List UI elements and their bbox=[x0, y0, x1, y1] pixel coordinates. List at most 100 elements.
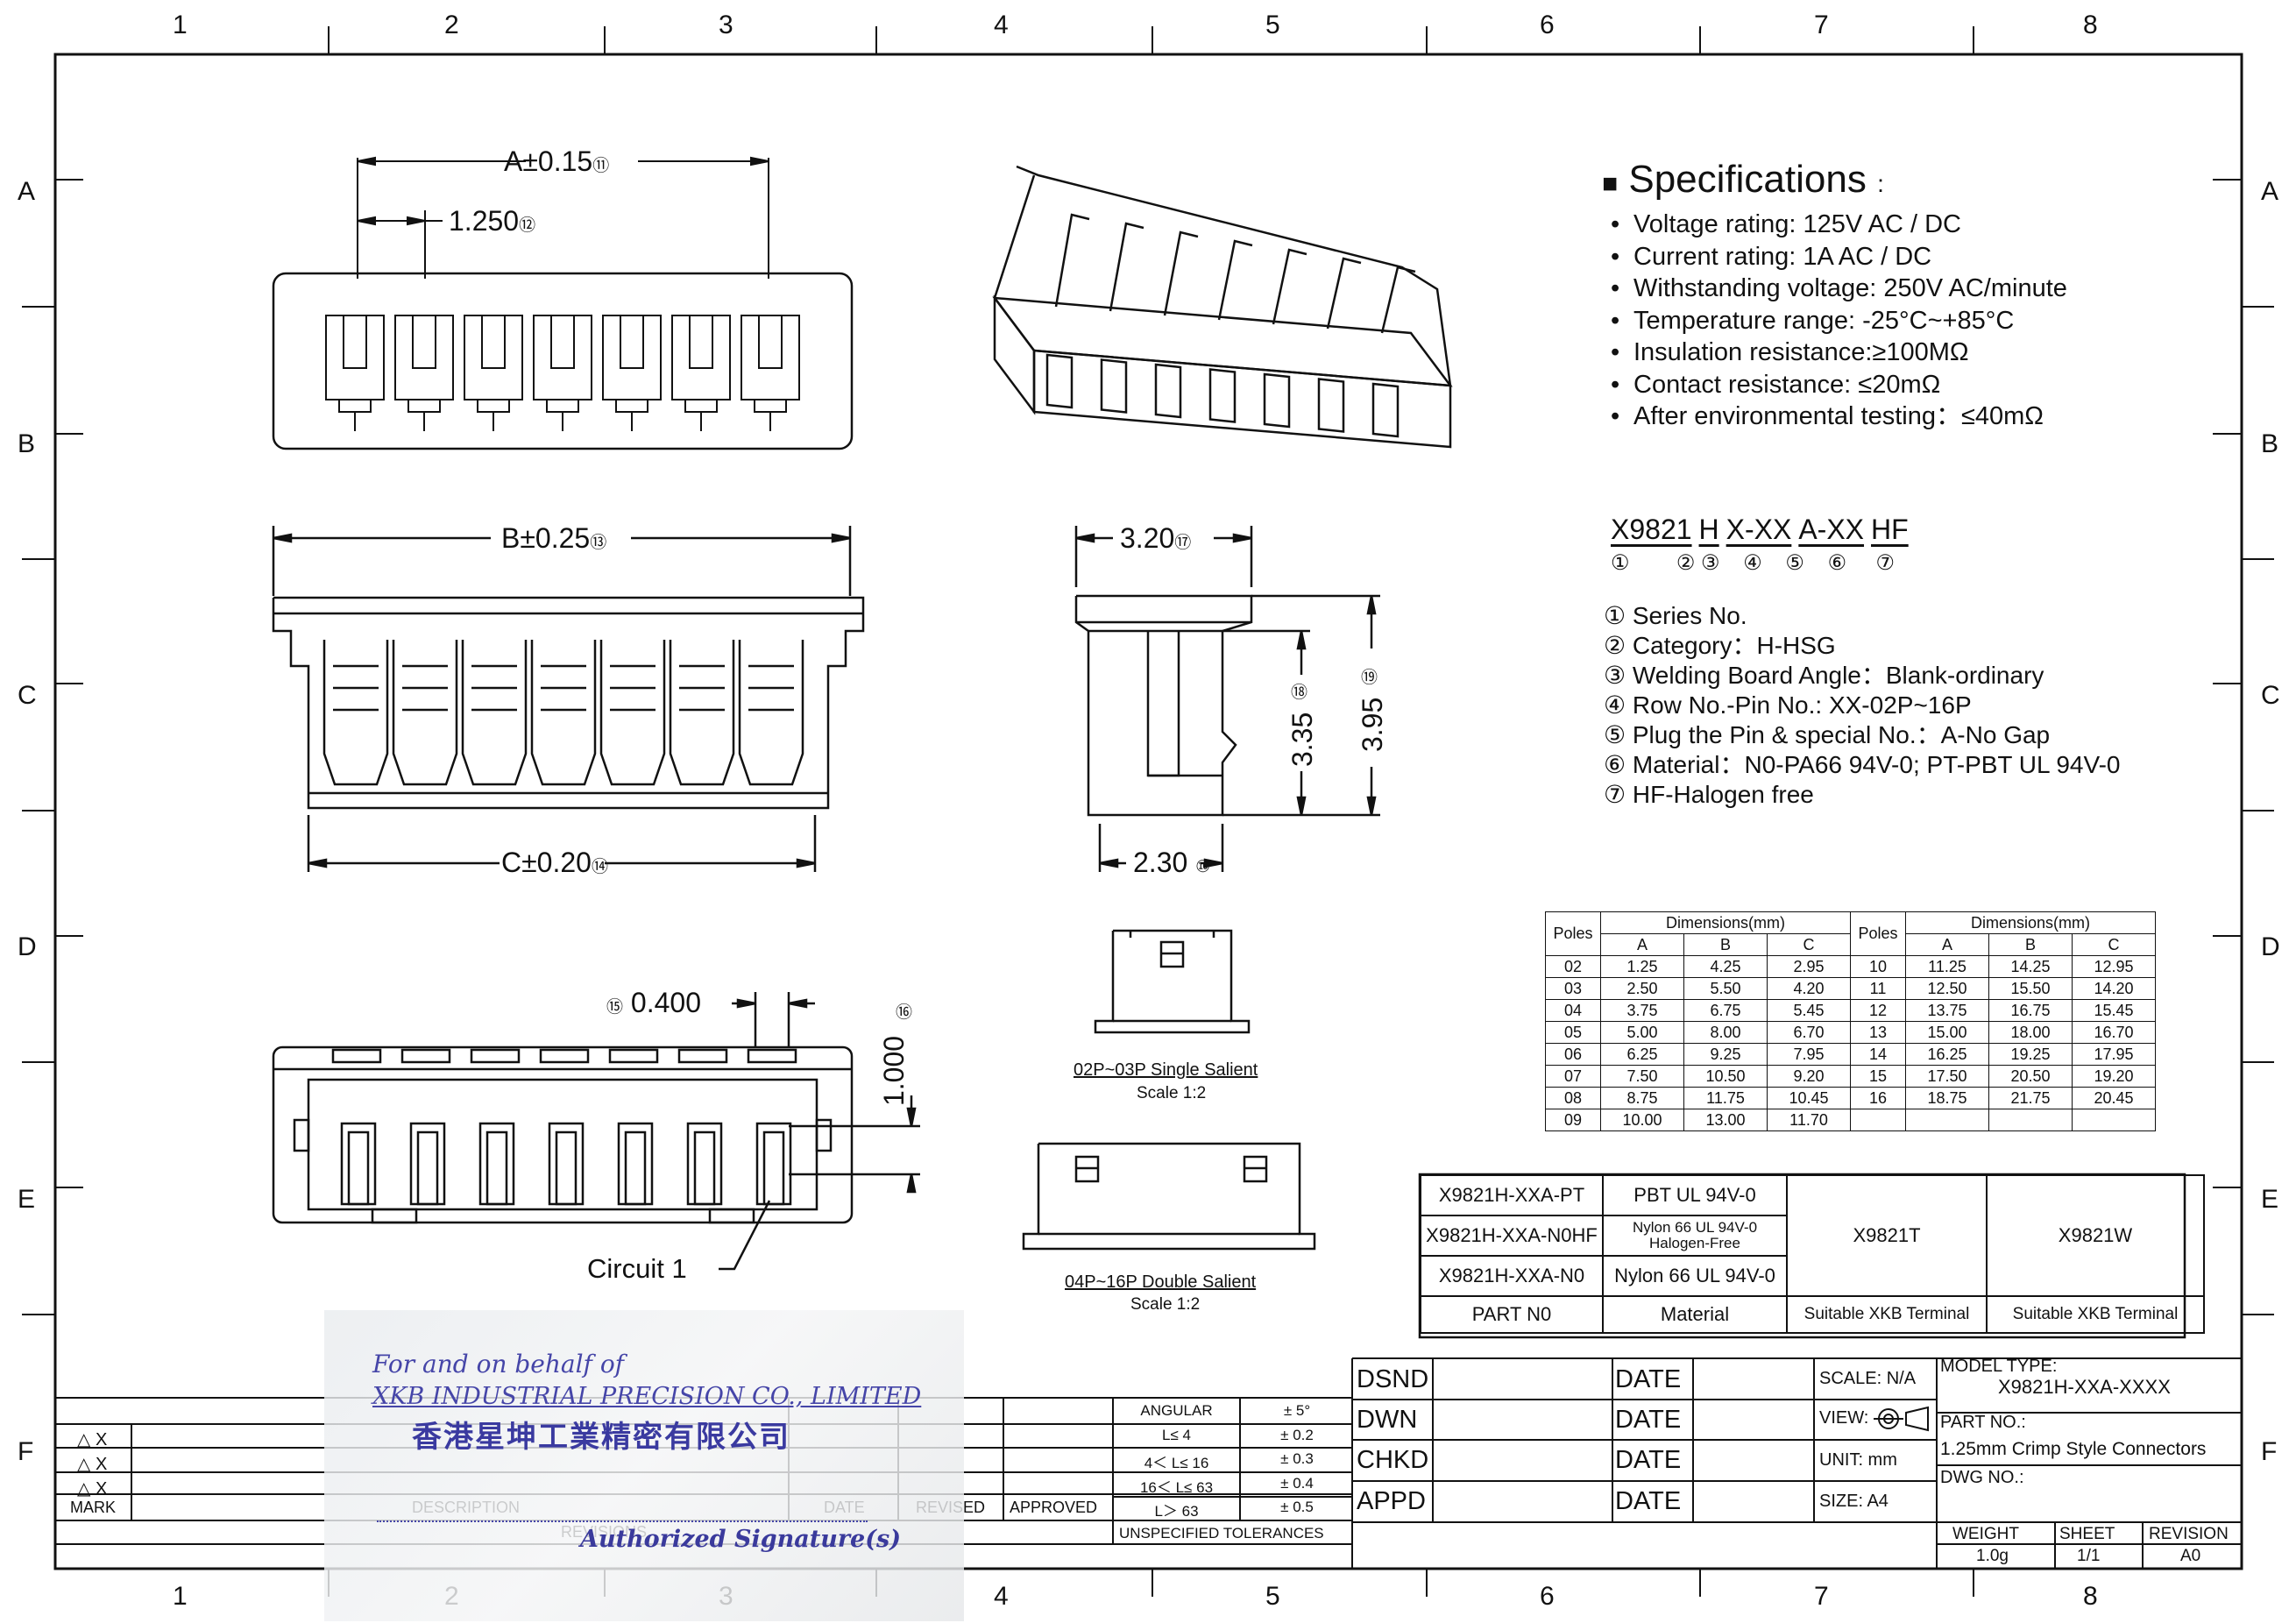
dim-c: C±0.20⑭ bbox=[501, 847, 608, 878]
tolerance-value: ± 0.5 bbox=[1280, 1499, 1314, 1515]
top-pin-base bbox=[477, 399, 510, 413]
iso-rib bbox=[1326, 257, 1362, 330]
part-number-segment: A-XX bbox=[1798, 514, 1865, 545]
material-line: Halogen-Free bbox=[1649, 1235, 1740, 1251]
top-view bbox=[272, 156, 854, 450]
revision-mark: △ X bbox=[77, 1430, 108, 1449]
top-pin bbox=[602, 315, 662, 400]
tolerance-range: L＞ 63 bbox=[1154, 1503, 1199, 1520]
zone-col-top: 3 bbox=[719, 11, 733, 39]
isometric-view bbox=[992, 165, 1453, 449]
bottom-latch bbox=[371, 1208, 418, 1224]
single-salient-label: 02P~03P Single Salient bbox=[1074, 1060, 1258, 1080]
date-label: DATE bbox=[1615, 1487, 1682, 1515]
zone-row-right: C bbox=[2261, 681, 2280, 710]
dim-b: B±0.25⑬ bbox=[501, 522, 607, 554]
specs-list: Voltage rating: 125V AC / DCCurrent rati… bbox=[1611, 209, 2067, 433]
dims-header: Dimensions(mm) bbox=[1905, 911, 2156, 934]
stamp-line-1: For and on behalf of bbox=[372, 1350, 625, 1378]
bottom-top-slot bbox=[608, 1048, 659, 1064]
iso-slot bbox=[1371, 382, 1400, 438]
zone-row-left: E bbox=[18, 1185, 36, 1214]
bottom-top-slot bbox=[400, 1048, 451, 1064]
table-cell: 18.75 bbox=[1905, 1087, 1989, 1109]
zone-row-right: D bbox=[2261, 932, 2280, 961]
spec-item: Current rating: 1A AC / DC bbox=[1611, 241, 2067, 273]
spec-item: After environmental testing：≤40mΩ bbox=[1611, 400, 2067, 433]
zone-row-left: B bbox=[18, 429, 36, 458]
zone-row-left: F bbox=[18, 1437, 34, 1466]
dwn-label: DWN bbox=[1357, 1406, 1418, 1434]
iso-rib bbox=[1217, 239, 1253, 321]
front-rib bbox=[738, 640, 804, 786]
bottom-slot bbox=[340, 1122, 377, 1206]
part-no-cell: X9821H-XXA-N0 bbox=[1420, 1255, 1604, 1297]
spec-item: Temperature range: -25°C~+85°C bbox=[1611, 305, 2067, 337]
zone-col-top: 1 bbox=[173, 11, 188, 39]
top-pin bbox=[325, 315, 385, 400]
table-cell: 11.70 bbox=[1767, 1109, 1851, 1131]
spec-item: Voltage rating: 125V AC / DC bbox=[1611, 209, 2067, 241]
table-cell: 16.25 bbox=[1905, 1043, 1989, 1066]
bottom-slot-inner bbox=[555, 1130, 578, 1206]
zone-row-right: F bbox=[2261, 1437, 2278, 1466]
table-cell: 19.25 bbox=[1988, 1043, 2073, 1066]
zone-col-bottom: 1 bbox=[173, 1582, 188, 1611]
sheet-value: 1/1 bbox=[2077, 1547, 2101, 1565]
part-number-legend-item: ④ Row No.-Pin No.: XX-02P~16P bbox=[1604, 691, 1972, 719]
top-pin-base bbox=[684, 399, 718, 413]
zone-row-left: A bbox=[18, 177, 36, 206]
table-cell: 11.75 bbox=[1683, 1087, 1768, 1109]
bottom-slot-inner bbox=[762, 1130, 785, 1206]
mark-header: MARK bbox=[70, 1499, 117, 1516]
table-cell: 04 bbox=[1545, 999, 1601, 1022]
date-label: DATE bbox=[1615, 1365, 1682, 1393]
front-view bbox=[272, 526, 865, 872]
table-cell: 16 bbox=[1850, 1087, 1906, 1109]
iso-slot bbox=[1208, 368, 1237, 423]
table-cell: 11.25 bbox=[1905, 955, 1989, 978]
iso-slot bbox=[1263, 372, 1291, 429]
zone-col-bottom: 7 bbox=[1814, 1582, 1829, 1611]
part-number-indices: ① ② ③ ④ ⑤ ⑥ ⑦ bbox=[1611, 551, 1895, 575]
table-cell: 09 bbox=[1545, 1109, 1601, 1131]
table-cell: 03 bbox=[1545, 977, 1601, 1000]
table-cell: 15.45 bbox=[2072, 999, 2156, 1022]
tolerance-range: L≤ 4 bbox=[1162, 1426, 1191, 1443]
table-cell: 12.50 bbox=[1905, 977, 1989, 1000]
table-cell: 4.20 bbox=[1767, 977, 1851, 1000]
side-view bbox=[1074, 526, 1380, 872]
zone-col-bottom: 4 bbox=[994, 1582, 1009, 1611]
bottom-slot-inner bbox=[624, 1130, 647, 1206]
material-cell: PBT UL 94V-0 bbox=[1602, 1174, 1788, 1216]
front-rib bbox=[599, 640, 666, 786]
table-cell: 5.45 bbox=[1767, 999, 1851, 1022]
poles-header: Poles bbox=[1850, 911, 1906, 956]
iso-rib bbox=[1272, 248, 1307, 325]
tolerance-value: ± 0.2 bbox=[1280, 1426, 1314, 1443]
iso-rib bbox=[1109, 222, 1144, 312]
appd-label: APPD bbox=[1357, 1487, 1426, 1515]
zone-col-top: 2 bbox=[444, 11, 459, 39]
dim-335: 3.35 bbox=[1286, 712, 1318, 767]
top-pin-contact bbox=[412, 315, 436, 369]
revision-mark: △ X bbox=[77, 1455, 108, 1474]
col-header: A bbox=[1905, 933, 1989, 956]
table-cell: 16.70 bbox=[2072, 1021, 2156, 1044]
dim-gap: ⑮ 0.400 bbox=[606, 987, 701, 1018]
dwg-no-label: DWG NO.: bbox=[1940, 1468, 2024, 1487]
table-cell: 05 bbox=[1545, 1021, 1601, 1044]
col-header: A bbox=[1600, 933, 1684, 956]
front-rib bbox=[322, 640, 389, 786]
top-pin-contact bbox=[343, 315, 367, 369]
bottom-top-slot bbox=[677, 1048, 728, 1064]
tolerance-range: ANGULAR bbox=[1140, 1402, 1213, 1419]
table-cell: 20.45 bbox=[2072, 1087, 2156, 1109]
zone-col-bottom: 5 bbox=[1265, 1582, 1280, 1611]
